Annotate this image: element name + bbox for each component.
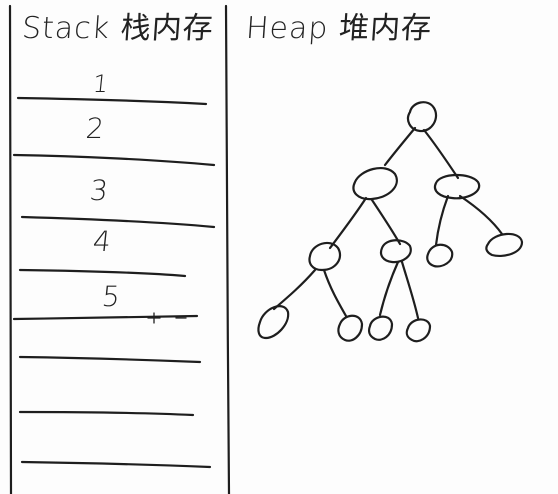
stack-slot-label-1: 1 [91,70,110,98]
stack-right-border [224,4,231,494]
stack-slot-label-5: 5 [100,280,122,313]
heap-node [308,241,342,272]
cursor-mark [147,312,187,324]
stack-divider-1 [16,96,208,106]
stack-divider-8 [20,460,212,469]
heap-node [337,314,364,342]
heap-tree-nodes [257,101,524,343]
stack-divider-3 [20,215,216,229]
stack-slot-label-3: 3 [88,174,110,207]
stack-slot-label-2: 2 [84,112,106,145]
heap-node [433,173,481,200]
heap-node [367,315,394,341]
heap-node [406,101,438,133]
stack-divider-5 [12,314,199,321]
heap-node [352,166,398,201]
heap-title: Heap 堆内存 [244,11,434,46]
stack-divider-7 [18,410,195,417]
heap-node [426,243,454,268]
heap-node [485,232,524,258]
stack-divider-6 [18,355,202,364]
stack-divider-4 [18,268,187,278]
stack-slot-label-4: 4 [91,225,113,258]
heap-node [257,305,290,340]
heap-tree-edges [272,126,504,320]
stack-left-border [8,4,13,494]
stack-divider-2 [12,153,216,167]
heap-node [405,318,432,343]
stack-title: Stack 栈内存 [20,11,215,46]
heap-node [379,239,412,264]
